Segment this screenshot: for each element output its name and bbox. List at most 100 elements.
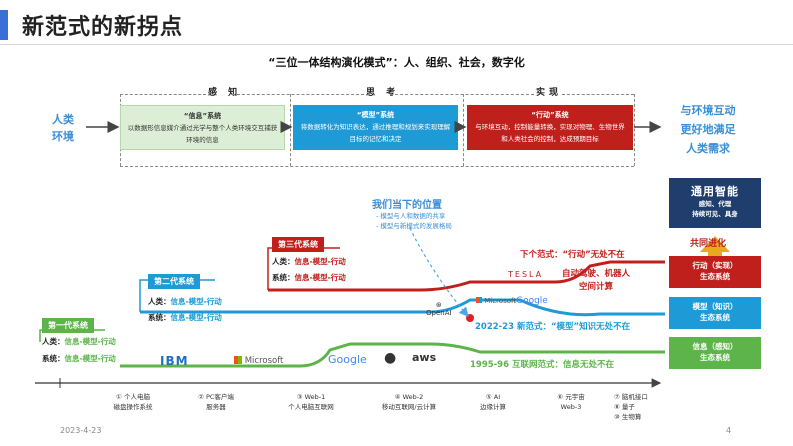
bracket-think-right bbox=[390, 94, 534, 95]
axis-item-1-line-2: 磁盘操作系统 bbox=[113, 403, 153, 411]
green-curve bbox=[120, 342, 665, 368]
axis-item-9-num: ⑩ bbox=[614, 413, 620, 421]
next-paradigm-label: 下个范式：“行动”无处不在 bbox=[520, 250, 625, 260]
subtitle: “三位一体结构演化模式”：人、组织、社会，数字化 bbox=[268, 56, 525, 69]
callout-line-2: - 模型与新模式的发展格局 bbox=[376, 222, 452, 230]
microsoft-logo-1-icon bbox=[234, 356, 242, 364]
gen1-label: 第一代系统 bbox=[42, 318, 94, 333]
microsoft-logo-2-text: Microsoft bbox=[484, 297, 517, 305]
gen1-human-value: 信息-模型-行动 bbox=[64, 337, 116, 346]
action-system-box: “行动”系统 与环境互动，控制能量转换，实现对物理、生物世界和人类社会的控制，达… bbox=[467, 105, 633, 150]
axis-item-6-line-1: 元宇宙 bbox=[565, 393, 585, 401]
axis-item-7: ⑦ 脑机接口 ⑧ 量子 ⑩ 生物算 bbox=[614, 392, 670, 422]
column-head-think: 思 考 bbox=[366, 88, 400, 98]
gen2-system-key: 系统： bbox=[148, 313, 171, 322]
axis-item-2-line-2: 服务器 bbox=[206, 403, 226, 411]
axis-item-6-num: ⑥ bbox=[557, 393, 564, 401]
agi-sub-2: 持续可见、具身 bbox=[692, 210, 738, 218]
header-divider bbox=[0, 44, 793, 45]
axis-item-5-line-2: 边缘计算 bbox=[480, 403, 506, 411]
axis-item-3-line-2: 个人电脑互联网 bbox=[288, 403, 334, 411]
info-system-title: “信息”系统 bbox=[183, 112, 222, 120]
action-system-title: “行动”系统 bbox=[531, 111, 569, 119]
axis-item-1-line-1: 个人电脑 bbox=[123, 393, 150, 401]
model-system-title: “模型”系统 bbox=[356, 111, 395, 119]
goal-line-3: 人类需求 bbox=[686, 142, 730, 155]
agi-sub-1: 感知、代理 bbox=[698, 200, 732, 208]
column-head-realize: 实现 bbox=[536, 88, 563, 98]
info-system-text: 以数据形信息媒介通过光学与整个人类环境交互捕获环境的信息 bbox=[127, 124, 278, 144]
blue-curve bbox=[140, 298, 665, 317]
openai-icon: ⊛ bbox=[435, 301, 442, 309]
axis-item-3-line-1: Web-1 bbox=[304, 393, 326, 401]
bracket-bottom bbox=[120, 166, 634, 167]
coevolve-arrow bbox=[700, 236, 730, 256]
axis-item-2-num: ② bbox=[198, 393, 204, 401]
microsoft-logo-1: Microsoft bbox=[234, 356, 283, 366]
axis-item-5-num: ⑤ bbox=[485, 393, 492, 401]
bracket-perceive-right bbox=[232, 94, 364, 95]
openai-logo: ⊛ OpenAI bbox=[426, 301, 452, 317]
axis-item-3: ③ Web-1 个人电脑互联网 bbox=[276, 392, 346, 412]
axis-item-8-num: ⑧ bbox=[614, 403, 620, 411]
axis-item-6: ⑥ 元宇宙 Web-3 bbox=[548, 392, 594, 412]
axis-item-1: ① 个人电脑 磁盘操作系统 bbox=[98, 392, 168, 412]
gen2-human: 人类：信息-模型-行动 bbox=[148, 296, 222, 307]
action-ecosystem-line-1: 行动（实现） bbox=[692, 261, 738, 270]
human-label: 人类 bbox=[52, 113, 74, 126]
axis-item-4: ④ Web-2 移动互联网/云计算 bbox=[370, 392, 448, 412]
gen3-system: 系统：信息-模型-行动 bbox=[272, 272, 346, 283]
action-ecosystem-line-2: 生态系统 bbox=[700, 272, 730, 281]
model-ecosystem-card: 模型（知识） 生态系统 bbox=[669, 297, 761, 329]
page-title: 新范式的新拐点 bbox=[22, 15, 184, 40]
callout-title: 我们当下的位置 bbox=[372, 200, 442, 211]
autonomous-line-1: 自动驾驶、机器人 bbox=[562, 269, 631, 279]
dash-vertical-4 bbox=[634, 94, 635, 166]
autonomous-line-2: 空间计算 bbox=[579, 282, 614, 292]
agi-title: 通用智能 bbox=[691, 185, 739, 198]
info-ecosystem-card: 信息（感知） 生态系统 bbox=[669, 337, 761, 369]
gen3-human-key: 人类： bbox=[272, 257, 295, 266]
bracket-perceive-left bbox=[120, 94, 206, 95]
callout-line-1: - 模型与人和数据的共享 bbox=[376, 212, 446, 220]
bracket-realize-right bbox=[562, 94, 634, 95]
axis-item-4-line-1: Web-2 bbox=[402, 393, 424, 401]
microsoft-logo-1-text: Microsoft bbox=[244, 356, 284, 366]
coevolve-label: 共同进化 bbox=[690, 239, 727, 249]
gen3-human-value: 信息-模型-行动 bbox=[294, 257, 346, 266]
axis-item-5-line-1: AI bbox=[493, 393, 501, 401]
axis-item-4-num: ④ bbox=[394, 393, 401, 401]
gen1-human-key: 人类： bbox=[42, 337, 65, 346]
gen3-label: 第三代系统 bbox=[272, 237, 324, 252]
openai-logo-text: OpenAI bbox=[426, 309, 452, 317]
google-logo-2: Google bbox=[516, 296, 548, 306]
gen2-human-value: 信息-模型-行动 bbox=[170, 297, 222, 306]
model-ecosystem-line-2: 生态系统 bbox=[700, 313, 730, 322]
gen2-system-value: 信息-模型-行动 bbox=[170, 313, 222, 322]
column-head-perceive: 感 知 bbox=[208, 88, 242, 98]
goal-line-2: 更好地满足 bbox=[680, 123, 736, 136]
gen3-human: 人类：信息-模型-行动 bbox=[272, 256, 346, 267]
model-system-text: 将数据转化为知识表达，通过推理和规划来实现理解目标的记忆和决定 bbox=[300, 123, 451, 143]
gen1-system-key: 系统： bbox=[42, 354, 65, 363]
google-logo-1: Google bbox=[328, 353, 367, 366]
model-system-box: “模型”系统 将数据转化为知识表达，通过推理和规划来实现理解目标的记忆和决定 bbox=[293, 105, 458, 150]
footer-date: 2023-4-23 bbox=[60, 426, 102, 435]
gen2-system: 系统：信息-模型-行动 bbox=[148, 312, 222, 323]
axis-item-5: ⑤ AI 边缘计算 bbox=[470, 392, 516, 412]
axis-item-2: ② PC客户端 服务器 bbox=[186, 392, 246, 412]
action-system-text: 与环境互动，控制能量转换，实现对物理、生物世界和人类社会的控制，达成预期目标 bbox=[475, 123, 625, 143]
axis-item-7-num: ⑦ bbox=[614, 393, 620, 401]
gen3-step bbox=[267, 247, 340, 290]
axis-item-8-line-1: 量子 bbox=[621, 403, 635, 411]
microsoft-logo-2: MicrosoftGoogle bbox=[476, 296, 548, 306]
gen1-system-value: 信息-模型-行动 bbox=[64, 354, 116, 363]
page-number: 4 bbox=[726, 426, 732, 435]
axis-item-4-line-2: 移动互联网/云计算 bbox=[381, 403, 437, 411]
action-ecosystem-card: 行动（实现） 生态系统 bbox=[669, 256, 761, 288]
model-ecosystem-line-1: 模型（知识） bbox=[692, 302, 738, 311]
info-ecosystem-line-1: 信息（感知） bbox=[692, 342, 738, 351]
axis-item-6-line-2: Web-3 bbox=[560, 403, 582, 411]
current-position-callout: 我们当下的位置 - 模型与人和数据的共享 - 模型与新模式的发展格局 bbox=[362, 196, 452, 231]
paradigm-2022-label: 2022-23 新范式：“模型”知识无处不在 bbox=[475, 322, 631, 332]
